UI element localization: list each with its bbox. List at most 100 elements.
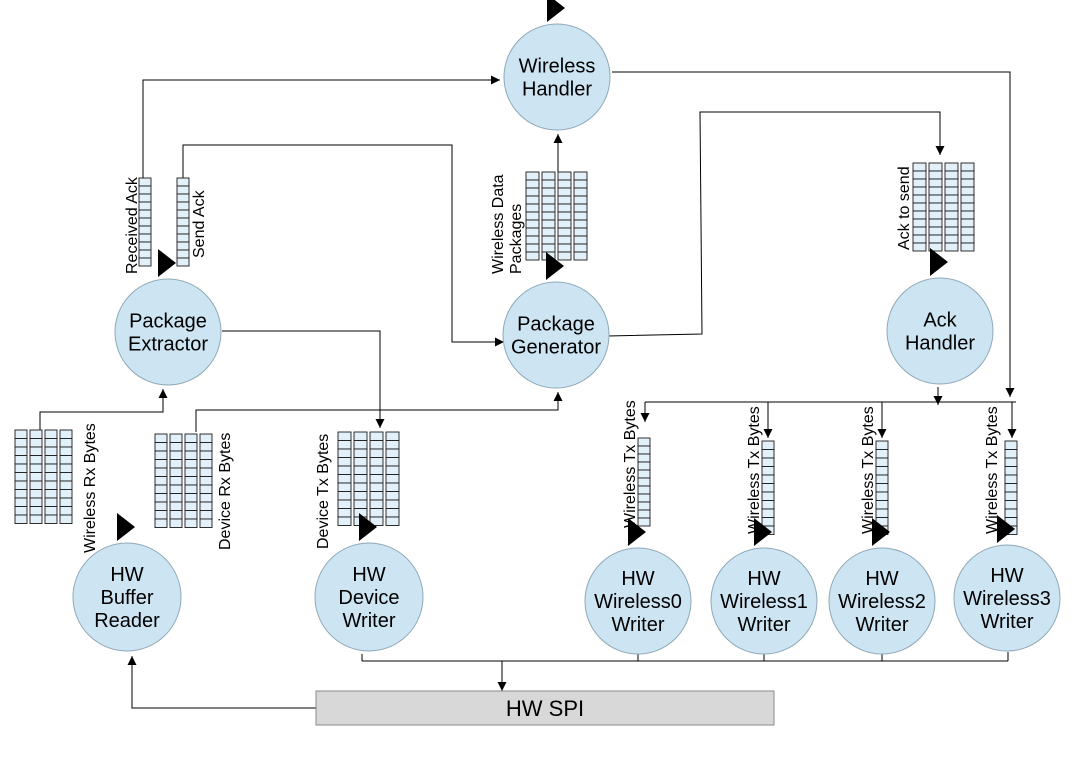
queue-cell	[59, 514, 73, 524]
queue-cell	[29, 429, 43, 439]
queue-cell	[199, 450, 213, 460]
queue-cell	[59, 497, 73, 507]
queue-cell	[44, 506, 58, 516]
queue-cell	[59, 438, 73, 448]
queue-cell	[1004, 449, 1018, 459]
queue-label: Wireless Tx Bytes	[984, 406, 1001, 534]
queue-cell	[59, 480, 73, 490]
queue-wireless-tx-bytes-2: Wireless Tx Bytes	[860, 406, 889, 535]
queue-cell	[541, 227, 556, 237]
queue-cell	[29, 472, 43, 482]
process-circle	[886, 277, 994, 385]
queue-cell	[960, 202, 975, 212]
queue-wireless-data-packages: Wireless DataPackages	[490, 171, 588, 274]
queue-cell	[385, 499, 400, 509]
queue-cell	[525, 251, 540, 261]
queue-cell	[184, 459, 198, 469]
process-circle	[114, 278, 222, 386]
process-start-marker	[158, 249, 176, 277]
queue-cell	[637, 469, 651, 479]
queue-cell	[525, 179, 540, 189]
connectors	[39, 71, 1017, 709]
queue-cell	[637, 453, 651, 463]
process-start-marker	[997, 515, 1015, 543]
process-label-line: Extractor	[128, 334, 208, 356]
queue-cell	[29, 438, 43, 448]
queue-cell	[169, 442, 183, 452]
queue-cell	[59, 506, 73, 516]
queue-cell	[199, 493, 213, 503]
process-label-line: HW	[352, 564, 385, 586]
queue-cell	[761, 474, 775, 484]
queue-cell	[573, 187, 588, 197]
queue-wireless-tx-bytes-3: Wireless Tx Bytes	[984, 406, 1018, 535]
queue-cell	[557, 227, 572, 237]
process-label-line: Handler	[522, 79, 592, 101]
queue-cell	[154, 493, 168, 503]
queue-label-line: Ack to send	[896, 166, 913, 250]
queue-cell	[960, 186, 975, 196]
queue-cell	[928, 226, 943, 236]
queue-cell	[1004, 466, 1018, 476]
queue-cell	[169, 493, 183, 503]
queue-cell	[557, 171, 572, 181]
process-label-line: Package	[129, 311, 207, 333]
queue-cell	[44, 455, 58, 465]
queue-cell	[44, 446, 58, 456]
queue-cell	[169, 467, 183, 477]
queue-label-line: Send Ack	[191, 189, 208, 258]
queue-cell	[525, 219, 540, 229]
queue-cell	[176, 225, 190, 235]
queue-cell	[385, 465, 400, 475]
queue-cell	[928, 178, 943, 188]
queue-wireless-tx-bytes-1: Wireless Tx Bytes	[746, 406, 775, 535]
queue-cell	[154, 484, 168, 494]
queue-cell	[875, 474, 889, 484]
queue-cell	[14, 480, 28, 490]
queue-cell	[761, 483, 775, 493]
queue-cell	[1004, 483, 1018, 493]
queue-cell	[944, 210, 959, 220]
queue-label: Wireless Tx Bytes	[622, 400, 639, 528]
queue-cell	[44, 429, 58, 439]
queue-cell	[337, 516, 352, 526]
process-circle	[584, 547, 692, 655]
queue-cell	[944, 186, 959, 196]
queue-cell	[637, 445, 651, 455]
queue-cell	[369, 440, 384, 450]
queue-cell	[29, 489, 43, 499]
queue-cell	[353, 499, 368, 509]
queue-label: Ack to send	[896, 166, 913, 250]
queue-cell	[59, 446, 73, 456]
queue-cell	[944, 178, 959, 188]
queue-cell	[184, 518, 198, 528]
queue-cell	[761, 508, 775, 518]
process-label-line: Buffer	[101, 587, 154, 609]
queue-cell	[385, 491, 400, 501]
arrow-send-ack-to-package-generator	[182, 144, 504, 347]
queue-cell	[960, 162, 975, 172]
process-label-line: HW	[621, 568, 654, 590]
queue-cell	[960, 226, 975, 236]
queue-cell	[199, 433, 213, 443]
queue-cell	[525, 227, 540, 237]
process-label-line: Writer	[343, 610, 396, 632]
queue-cell	[337, 448, 352, 458]
hw-spi-box	[315, 690, 775, 726]
queue-cell	[14, 446, 28, 456]
queue-label-line: Wireless Tx Bytes	[860, 406, 877, 534]
process-label-line: Handler	[905, 333, 975, 355]
queue-label: Wireless Tx Bytes	[860, 406, 877, 534]
queue-cell	[337, 499, 352, 509]
queue-cell	[14, 455, 28, 465]
queue-cell	[14, 429, 28, 439]
process-label-line: Wireless3	[963, 588, 1051, 610]
queue-cell	[14, 438, 28, 448]
queue-wireless-tx-bytes-0: Wireless Tx Bytes	[622, 400, 651, 528]
